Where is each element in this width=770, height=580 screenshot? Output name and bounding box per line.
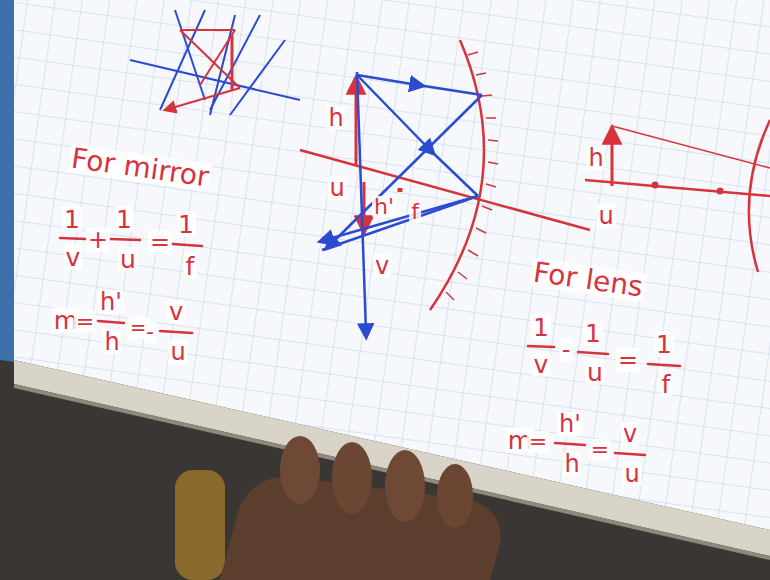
handwritten-label: v	[64, 245, 83, 270]
handwritten-label: =	[148, 230, 172, 254]
handwritten-label: 1	[176, 212, 196, 237]
handwritten-label: u	[327, 176, 346, 200]
handwritten-label: f	[409, 201, 421, 223]
handwritten-label: h'	[98, 290, 124, 314]
handwritten-label: 1	[583, 321, 603, 346]
handwritten-label: h'	[372, 196, 396, 218]
handwritten-label: u	[168, 340, 187, 364]
handwritten-label: f	[184, 254, 197, 279]
handwritten-label: 1	[114, 207, 134, 232]
fraction-bars	[60, 238, 680, 455]
handwritten-label: =	[527, 431, 549, 453]
handwritten-label: =	[616, 348, 640, 372]
board-frame	[0, 0, 16, 362]
handwritten-label: u	[622, 462, 641, 486]
handwritten-label: -	[144, 321, 156, 343]
handwritten-label: =	[589, 439, 611, 461]
handwritten-label: h'	[557, 412, 583, 436]
handwritten-label: v	[621, 422, 639, 446]
handwritten-label: v	[373, 254, 391, 278]
handwritten-label: -	[560, 338, 573, 362]
handwritten-label: h	[102, 330, 121, 354]
handwritten-label: u	[596, 204, 615, 228]
handwritten-label: u	[585, 360, 605, 385]
handwritten-label: 1	[531, 315, 551, 340]
handwritten-label: +	[86, 228, 110, 252]
handwritten-label: h	[326, 106, 345, 130]
hand	[175, 436, 501, 580]
handwritten-label: 1	[654, 332, 674, 357]
small-sketch	[130, 10, 300, 115]
handwritten-label: v	[532, 352, 551, 377]
handwritten-label: h	[562, 452, 581, 476]
handwritten-label: 1	[62, 207, 82, 232]
handwritten-label: v	[167, 300, 185, 324]
handwritten-label: u	[118, 247, 138, 272]
lens-diagram	[585, 120, 770, 272]
handwritten-label: f	[660, 372, 673, 397]
handwritten-label: =	[74, 311, 96, 333]
handwritten-label: h	[586, 146, 605, 170]
